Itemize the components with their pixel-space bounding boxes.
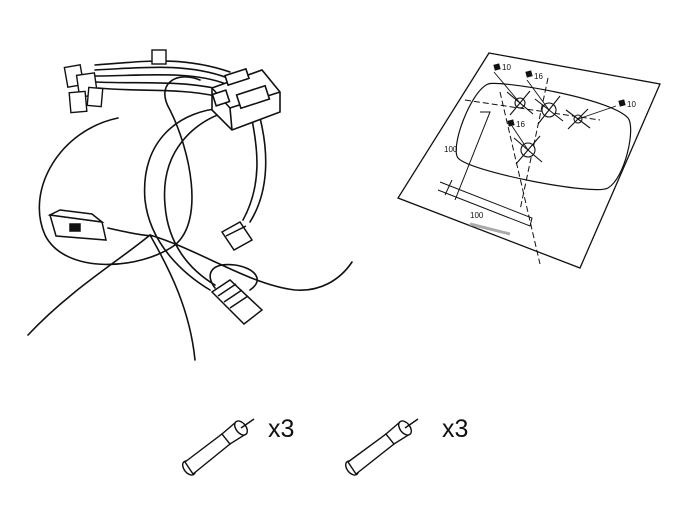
drilling-template: 10 16 10 16 100 100	[397, 52, 661, 269]
left-connector-icon	[47, 209, 107, 241]
fuse-quantity-right: x3	[442, 415, 468, 443]
fuse-right-icon	[344, 418, 419, 476]
fuse-left-icon	[181, 418, 255, 476]
drill-label-10-top: 10	[502, 63, 511, 72]
dimension-label-vertical: 100	[444, 145, 458, 154]
main-harness-connector-icon	[211, 67, 281, 131]
plug-connector-icon	[220, 221, 254, 251]
drill-label-10-right: 10	[627, 100, 636, 109]
multi-pin-connector-icon	[63, 49, 167, 114]
drill-label-16-top: 16	[534, 72, 543, 81]
dimension-label-horizontal: 100	[470, 211, 484, 220]
fuse-quantity-left: x3	[268, 415, 294, 443]
bottom-connector-icon	[210, 279, 264, 325]
drill-label-16-center: 16	[516, 120, 525, 129]
wiring-harness	[27, 60, 353, 361]
